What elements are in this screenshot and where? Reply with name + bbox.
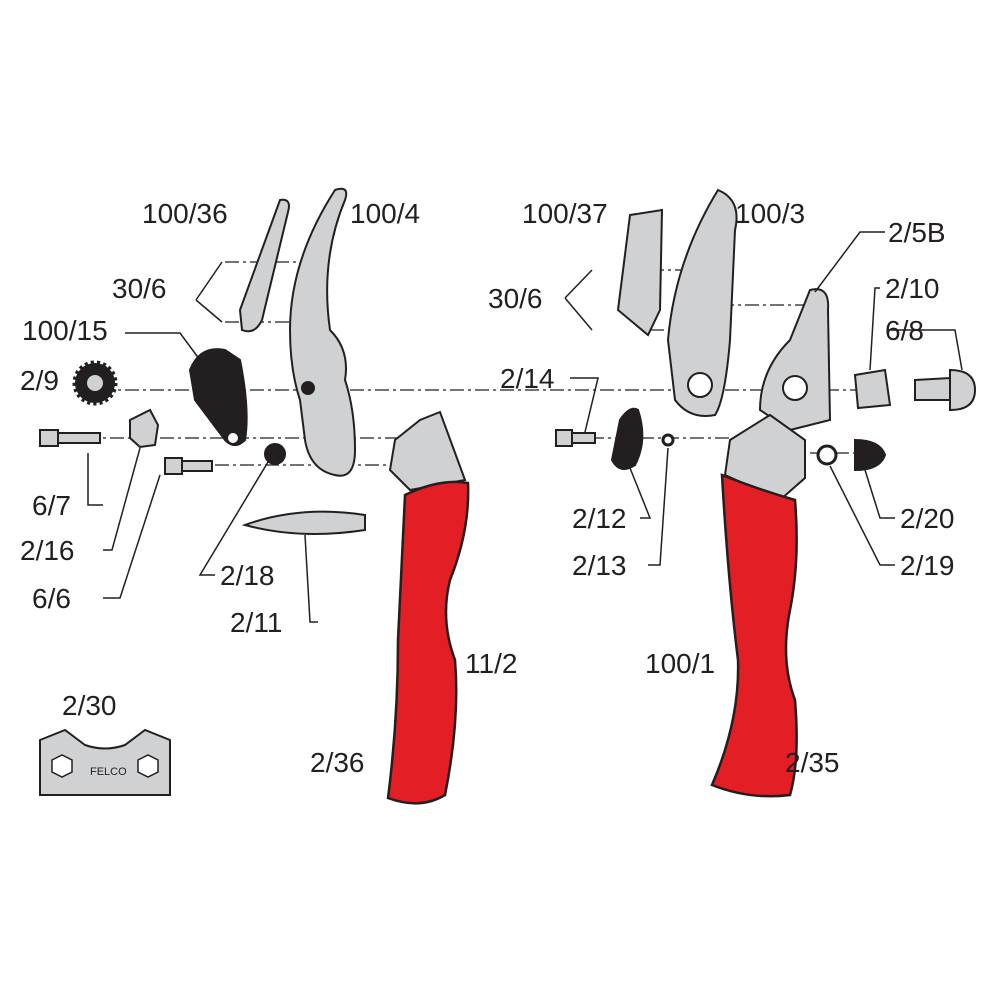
right-assembly — [555, 188, 977, 798]
label-2-9: 2/9 — [20, 365, 59, 396]
label-11-2: 11/2 — [465, 648, 517, 679]
label-2-20: 2/20 — [900, 503, 955, 534]
label-6-7: 6/7 — [32, 490, 71, 521]
anvil-blade-100-3 — [666, 188, 738, 417]
label-100-15: 100/15 — [22, 315, 108, 346]
label-2-35: 2/35 — [785, 747, 840, 778]
plate-100-15 — [188, 348, 248, 446]
part-labels: 100/36 100/4 30/6 100/15 2/9 6/7 2/16 6/… — [20, 198, 955, 778]
handle-100-1 — [710, 473, 798, 798]
label-2-30: 2/30 — [62, 690, 117, 721]
label-2-12: 2/12 — [572, 503, 627, 534]
latch-2-16 — [129, 408, 160, 449]
label-100-1: 100/1 — [645, 648, 715, 679]
label-30-6-left: 30/6 — [112, 273, 167, 304]
bolt-6-8 — [914, 368, 977, 412]
label-2-19: 2/19 — [900, 550, 955, 581]
handle-head-left — [388, 410, 467, 492]
label-2-13: 2/13 — [572, 550, 627, 581]
bushing-2-10 — [853, 368, 892, 410]
label-100-3: 100/3 — [735, 198, 805, 229]
blade-100-4 — [288, 187, 357, 477]
label-2-5b: 2/5B — [888, 217, 946, 248]
label-30-6-right: 30/6 — [488, 283, 543, 314]
spring-2-11 — [241, 510, 366, 535]
left-assembly — [39, 187, 470, 805]
label-2-10: 2/10 — [885, 273, 940, 304]
label-2-18: 2/18 — [220, 560, 275, 591]
nut-2-18 — [264, 443, 286, 465]
label-2-14: 2/14 — [500, 363, 555, 394]
ring-2-19 — [816, 444, 838, 466]
bolt-6-6 — [164, 457, 213, 475]
screw-2-14 — [555, 429, 596, 447]
anvil-insert-100-37 — [616, 208, 664, 337]
label-100-4: 100/4 — [350, 198, 420, 229]
label-2-11: 2/11 — [230, 607, 282, 638]
label-100-37: 100/37 — [522, 198, 608, 229]
head-2-5b — [758, 288, 832, 432]
catch-2-12 — [610, 407, 644, 470]
leader-lines — [87, 231, 963, 623]
label-2-36: 2/36 — [310, 747, 365, 778]
label-100-36: 100/36 — [142, 198, 228, 229]
bolt-6-7 — [39, 429, 101, 447]
label-2-16: 2/16 — [20, 535, 75, 566]
washer-2-13 — [661, 433, 675, 447]
felco-logo: FELCO — [90, 766, 127, 778]
cap-2-20 — [854, 438, 887, 472]
blade-insert-100-36 — [238, 198, 290, 333]
label-6-6: 6/6 — [32, 583, 71, 614]
wrench-2-30: FELCO — [39, 728, 171, 796]
handle-11-2 — [386, 480, 470, 805]
label-6-8: 6/8 — [885, 315, 924, 346]
